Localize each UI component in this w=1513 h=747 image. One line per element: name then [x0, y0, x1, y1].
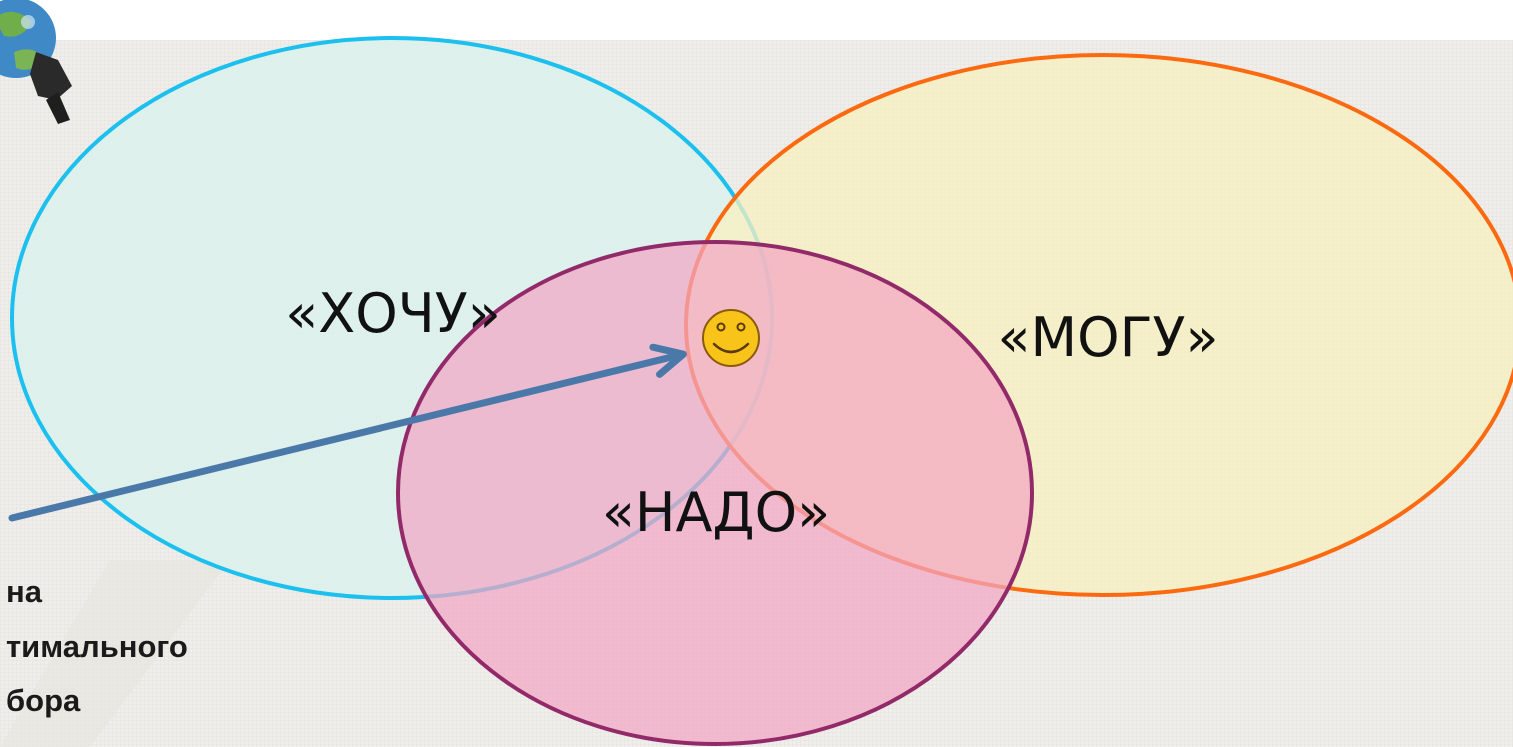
globe-figure-icon: [0, 0, 72, 124]
can-label: «МОГУ»: [997, 306, 1218, 369]
need-ellipse: [396, 240, 1034, 746]
need-label: «НАДО»: [602, 481, 830, 544]
want-label: «ХОЧУ»: [285, 282, 501, 345]
zone-caption: на тимального бора: [6, 574, 188, 718]
pointer-arrow: [8, 343, 687, 522]
zone-caption-line-1: на: [6, 574, 43, 609]
zone-caption-line-3: бора: [6, 683, 81, 718]
zone-caption-line-2: тимального: [6, 629, 188, 664]
background-decoration: [0, 560, 230, 747]
smiley-icon: [702, 309, 760, 367]
